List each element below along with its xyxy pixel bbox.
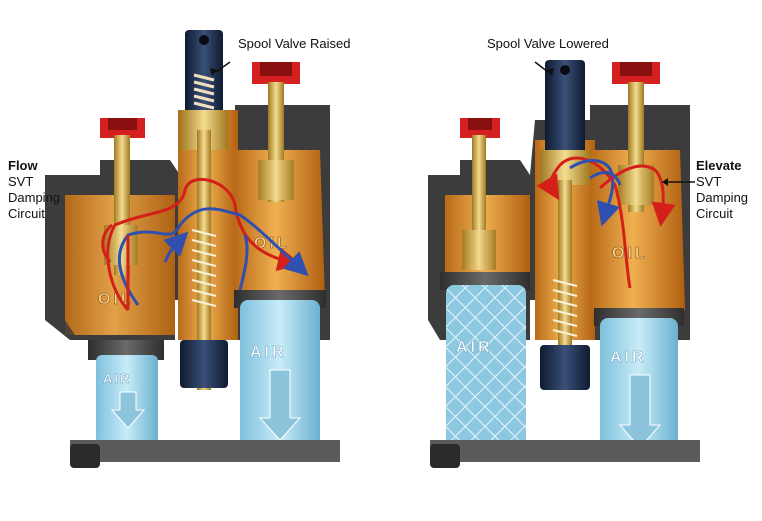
right-circuit-line3: Circuit [696, 206, 733, 221]
air-label-left-2: AIR [456, 339, 493, 356]
spool-valve [185, 30, 223, 130]
left-circuit-line1: SVT [8, 174, 34, 189]
callout-lines [215, 61, 695, 183]
oil-label-right-2: OIL [612, 245, 648, 262]
left-circuit-label: Flow SVT Damping Circuit [8, 158, 60, 222]
flow-paths-left [101, 177, 309, 312]
flow-paths-right [536, 156, 676, 289]
left-assembly: OIL OIL AIR AIR [45, 30, 340, 468]
base-bar-left [70, 440, 340, 462]
right-circuit-line1: SVT [696, 174, 722, 189]
arrow-down-icon [618, 374, 662, 449]
arrow-down-icon [258, 369, 302, 441]
left-circuit-title: Flow [8, 158, 38, 173]
right-circuit-label: Elevate SVT Damping Circuit [696, 158, 748, 222]
spool-valve-lowered [545, 60, 585, 160]
air-label-left: AIR [103, 371, 131, 386]
spool-raised-label: Spool Valve Raised [238, 36, 351, 51]
left-circuit-line2: Damping [8, 190, 61, 205]
left-circuit-line3: Circuit [8, 206, 45, 221]
air-label-right-2: AIR [610, 349, 647, 366]
arrow-down-icon [110, 391, 146, 429]
right-assembly: OIL AIR AIR [428, 60, 700, 468]
air-chamber-left-2 [446, 285, 526, 455]
air-label-right: AIR [250, 344, 287, 361]
spool-lowered-label: Spool Valve Lowered [487, 36, 609, 51]
right-circuit-title: Elevate [696, 158, 742, 173]
right-circuit-line2: Damping [696, 190, 749, 205]
base-bar-right [430, 440, 700, 462]
